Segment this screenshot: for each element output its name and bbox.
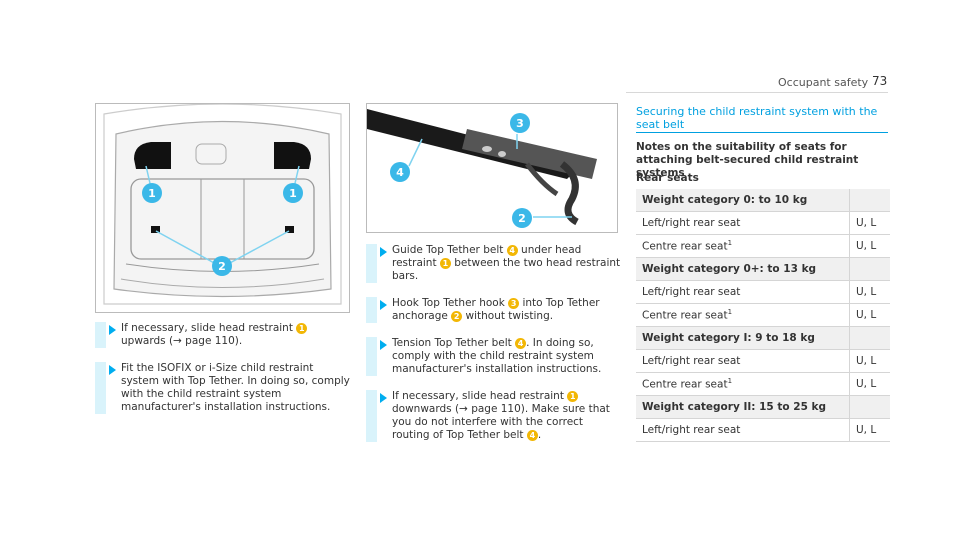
arrow-icon <box>380 300 387 310</box>
header-section-label: Occupant safety <box>778 76 869 89</box>
callout-badge: 1 <box>439 258 451 269</box>
seat-label: Centre rear seat1 <box>636 234 850 258</box>
step-item: Hook Top Tether hook 3 into Top Tether a… <box>366 297 621 323</box>
callout-2: 2 <box>512 208 532 228</box>
callout-badge: 2 <box>451 311 463 322</box>
weight-category-row: Weight category 0: to 10 kg <box>636 189 890 212</box>
weight-category-row: Weight category II: 15 to 25 kg <box>636 395 890 419</box>
figure-rear-seat-anchorages: 1 1 2 <box>95 103 350 313</box>
seat-label: Weight category 0: to 10 kg <box>636 189 850 212</box>
middle-steps: Guide Top Tether belt 4 under head restr… <box>366 244 621 456</box>
seat-suitability-value: U, L <box>849 211 890 235</box>
svg-text:3: 3 <box>516 117 524 130</box>
seat-suitability-value <box>849 189 890 212</box>
seat-suitability-value: U, L <box>849 303 890 327</box>
seat-suitability-value <box>849 326 890 350</box>
seat-suitability-value: U, L <box>849 418 890 442</box>
left-steps: If necessary, slide head restraint 1 upw… <box>95 322 353 428</box>
seat-label: Weight category 0+: to 13 kg <box>636 257 850 281</box>
seat-suitability-value: U, L <box>849 280 890 304</box>
svg-text:1: 1 <box>289 187 297 200</box>
seat-suitability-value <box>849 395 890 419</box>
page-number: 73 <box>872 74 888 88</box>
callout-2: 2 <box>212 256 232 276</box>
step-item: Guide Top Tether belt 4 under head restr… <box>366 244 621 283</box>
seat-suitability-value <box>849 257 890 281</box>
callout-badge: 4 <box>526 430 538 441</box>
seat-label: Centre rear seat1 <box>636 303 850 327</box>
footnote-marker: 1 <box>727 239 733 248</box>
arrow-icon <box>109 325 116 335</box>
callout-4: 4 <box>390 162 410 182</box>
step-item: Tension Top Tether belt 4. In doing so, … <box>366 337 621 376</box>
arrow-icon <box>380 340 387 350</box>
svg-text:2: 2 <box>218 260 226 273</box>
footnote-marker: 1 <box>727 308 733 317</box>
step-item: If necessary, slide head restraint 1 upw… <box>95 322 353 348</box>
notes-heading: Notes on the suitability of seats for at… <box>636 141 859 179</box>
arrow-icon <box>380 247 387 257</box>
callout-badge: 4 <box>515 338 527 349</box>
callout-1-left: 1 <box>142 183 162 203</box>
seat-label: Left/right rear seat <box>636 349 850 373</box>
section-rule <box>636 132 888 133</box>
seat-label: Centre rear seat1 <box>636 372 850 396</box>
callout-1-right: 1 <box>283 183 303 203</box>
svg-text:4: 4 <box>396 166 404 179</box>
section-title: Securing the child restraint system with… <box>636 105 878 131</box>
callout-badge: 1 <box>567 391 579 402</box>
arrow-icon <box>109 365 116 375</box>
arrow-icon <box>380 393 387 403</box>
seat-suitability-value: U, L <box>849 372 890 396</box>
seat-label: Weight category II: 15 to 25 kg <box>636 395 850 419</box>
callout-3: 3 <box>510 113 530 133</box>
callout-badge: 4 <box>506 245 518 256</box>
seat-label: Left/right rear seat <box>636 211 850 235</box>
step-item: Fit the ISOFIX or i-Size child restraint… <box>95 362 353 414</box>
boot-illustration: 1 1 2 <box>96 104 349 312</box>
weight-category-row: Weight category 0+: to 13 kg <box>636 257 890 281</box>
weight-category-row: Weight category I: 9 to 18 kg <box>636 326 890 350</box>
svg-text:1: 1 <box>148 187 156 200</box>
tether-illustration: 3 4 2 <box>367 104 617 232</box>
seat-label: Left/right rear seat <box>636 280 850 304</box>
rear-seats-heading: Rear seats <box>636 172 699 184</box>
callout-badge: 1 <box>296 323 308 334</box>
seat-suitability-value: U, L <box>849 234 890 258</box>
seat-suitability-value: U, L <box>849 349 890 373</box>
step-item: If necessary, slide head restraint 1 dow… <box>366 390 621 442</box>
header-rule <box>626 92 888 93</box>
seat-label: Weight category I: 9 to 18 kg <box>636 326 850 350</box>
footnote-marker: 1 <box>727 377 733 386</box>
svg-text:2: 2 <box>518 212 526 225</box>
seat-label: Left/right rear seat <box>636 418 850 442</box>
figure-top-tether-hook: 3 4 2 <box>366 103 618 233</box>
callout-badge: 3 <box>508 298 520 309</box>
